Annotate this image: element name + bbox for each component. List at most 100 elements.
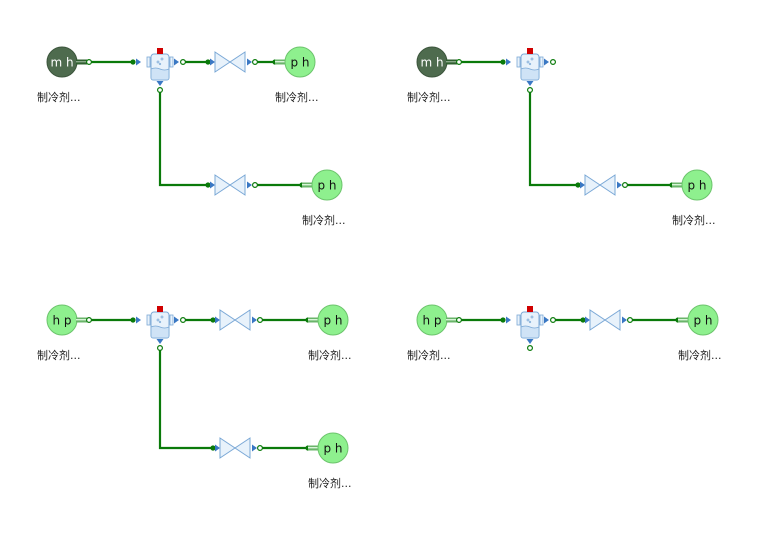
port-filled[interactable] xyxy=(580,317,586,323)
expansion-valve[interactable] xyxy=(214,174,246,196)
port-filled[interactable] xyxy=(210,317,216,323)
port-open[interactable] xyxy=(621,182,628,189)
port-filled[interactable] xyxy=(130,317,136,323)
sink-label: p h xyxy=(693,314,712,328)
source-boundary[interactable]: h p xyxy=(46,304,87,336)
pipe xyxy=(528,92,578,187)
expansion-valve[interactable] xyxy=(584,174,616,196)
valve-right-triangle xyxy=(234,437,251,459)
source-boundary[interactable]: m h xyxy=(416,46,457,78)
port-open[interactable] xyxy=(549,58,556,65)
connector-highlight xyxy=(446,319,457,321)
liquid-level xyxy=(150,325,170,339)
sink-boundary[interactable]: p h xyxy=(275,46,316,78)
source-label: m h xyxy=(50,56,73,70)
bubble-icon xyxy=(528,320,532,324)
flow-arrow-icon xyxy=(506,58,511,66)
port-open[interactable] xyxy=(257,445,264,452)
liquid-level xyxy=(520,325,540,339)
sink-boundary[interactable]: p h xyxy=(302,169,343,201)
port-open[interactable] xyxy=(252,58,259,65)
port-filled[interactable] xyxy=(575,182,581,188)
expansion-valve[interactable] xyxy=(219,309,251,331)
port-open[interactable] xyxy=(456,58,463,65)
liquid-level xyxy=(150,67,170,81)
port-open[interactable] xyxy=(180,58,187,65)
sink-caption: 制冷剂... xyxy=(302,213,346,227)
port-open[interactable] xyxy=(257,317,264,324)
connector-highlight xyxy=(446,61,457,63)
sink-circle[interactable] xyxy=(317,432,349,464)
flow-arrow-icon xyxy=(174,58,179,66)
liquid-level xyxy=(520,67,540,81)
port-open[interactable] xyxy=(626,317,633,324)
sink-boundary[interactable]: p h xyxy=(308,304,349,336)
flow-arrow-icon xyxy=(544,58,549,66)
inlet-flange xyxy=(516,56,521,68)
sink-circle[interactable] xyxy=(284,46,316,78)
sink-boundary[interactable]: p h xyxy=(308,432,349,464)
sink-label: p h xyxy=(323,442,342,456)
receiver-tank[interactable] xyxy=(516,48,544,81)
source-caption: 制冷剂... xyxy=(407,90,451,104)
outlet-flange xyxy=(539,56,544,68)
port-filled[interactable] xyxy=(500,59,506,65)
sink-circle[interactable] xyxy=(681,169,713,201)
port-filled[interactable] xyxy=(205,182,211,188)
port-open[interactable] xyxy=(157,86,164,93)
flow-arrow-icon xyxy=(526,81,534,86)
port-open[interactable] xyxy=(85,317,92,324)
sink-circle[interactable] xyxy=(311,169,343,201)
expansion-valve[interactable] xyxy=(219,437,251,459)
sink-boundary[interactable]: p h xyxy=(672,169,713,201)
port-open[interactable] xyxy=(85,58,92,65)
source-boundary[interactable]: m h xyxy=(46,46,87,78)
connector-highlight xyxy=(308,319,319,321)
valve-left-triangle xyxy=(584,174,601,196)
bubble-icon xyxy=(526,60,530,64)
source-boundary[interactable]: h p xyxy=(416,304,457,336)
port-open[interactable] xyxy=(526,345,533,352)
outlet-flange xyxy=(539,314,544,326)
valve-left-triangle xyxy=(214,51,231,73)
sink-caption: 制冷剂... xyxy=(275,90,319,104)
expansion-valve[interactable] xyxy=(589,309,621,331)
receiver-tank[interactable] xyxy=(146,306,174,339)
sink-caption: 制冷剂... xyxy=(678,348,722,362)
port-open[interactable] xyxy=(157,345,164,352)
port-open[interactable] xyxy=(180,317,187,324)
connector-highlight xyxy=(678,319,689,321)
port-open[interactable] xyxy=(252,182,259,189)
source-caption: 制冷剂... xyxy=(37,90,81,104)
pipe xyxy=(158,350,213,450)
flow-arrow-icon xyxy=(210,58,215,66)
heat-port-icon[interactable] xyxy=(527,306,533,312)
valve-left-triangle xyxy=(214,174,231,196)
port-filled[interactable] xyxy=(210,445,216,451)
flow-arrow-icon xyxy=(210,181,215,189)
receiver-tank[interactable] xyxy=(146,48,174,81)
port-filled[interactable] xyxy=(130,59,136,65)
heat-port-icon[interactable] xyxy=(157,306,163,312)
sink-caption: 制冷剂... xyxy=(308,348,352,362)
sink-boundary[interactable]: p h xyxy=(678,304,719,336)
sink-circle[interactable] xyxy=(317,304,349,336)
heat-port-icon[interactable] xyxy=(527,48,533,54)
sink-circle[interactable] xyxy=(687,304,719,336)
flow-arrow-icon xyxy=(544,316,549,324)
expansion-valve[interactable] xyxy=(214,51,246,73)
port-filled[interactable] xyxy=(205,59,211,65)
heat-port-icon[interactable] xyxy=(157,48,163,54)
source-label: m h xyxy=(420,56,443,70)
flow-arrow-icon xyxy=(526,339,534,344)
valve-left-triangle xyxy=(219,437,236,459)
port-open[interactable] xyxy=(456,317,463,324)
port-open[interactable] xyxy=(549,317,556,324)
receiver-tank[interactable] xyxy=(516,306,544,339)
port-filled[interactable] xyxy=(500,317,506,323)
port-open[interactable] xyxy=(526,86,533,93)
bubble-icon xyxy=(530,57,534,61)
flow-arrow-icon xyxy=(617,181,622,189)
